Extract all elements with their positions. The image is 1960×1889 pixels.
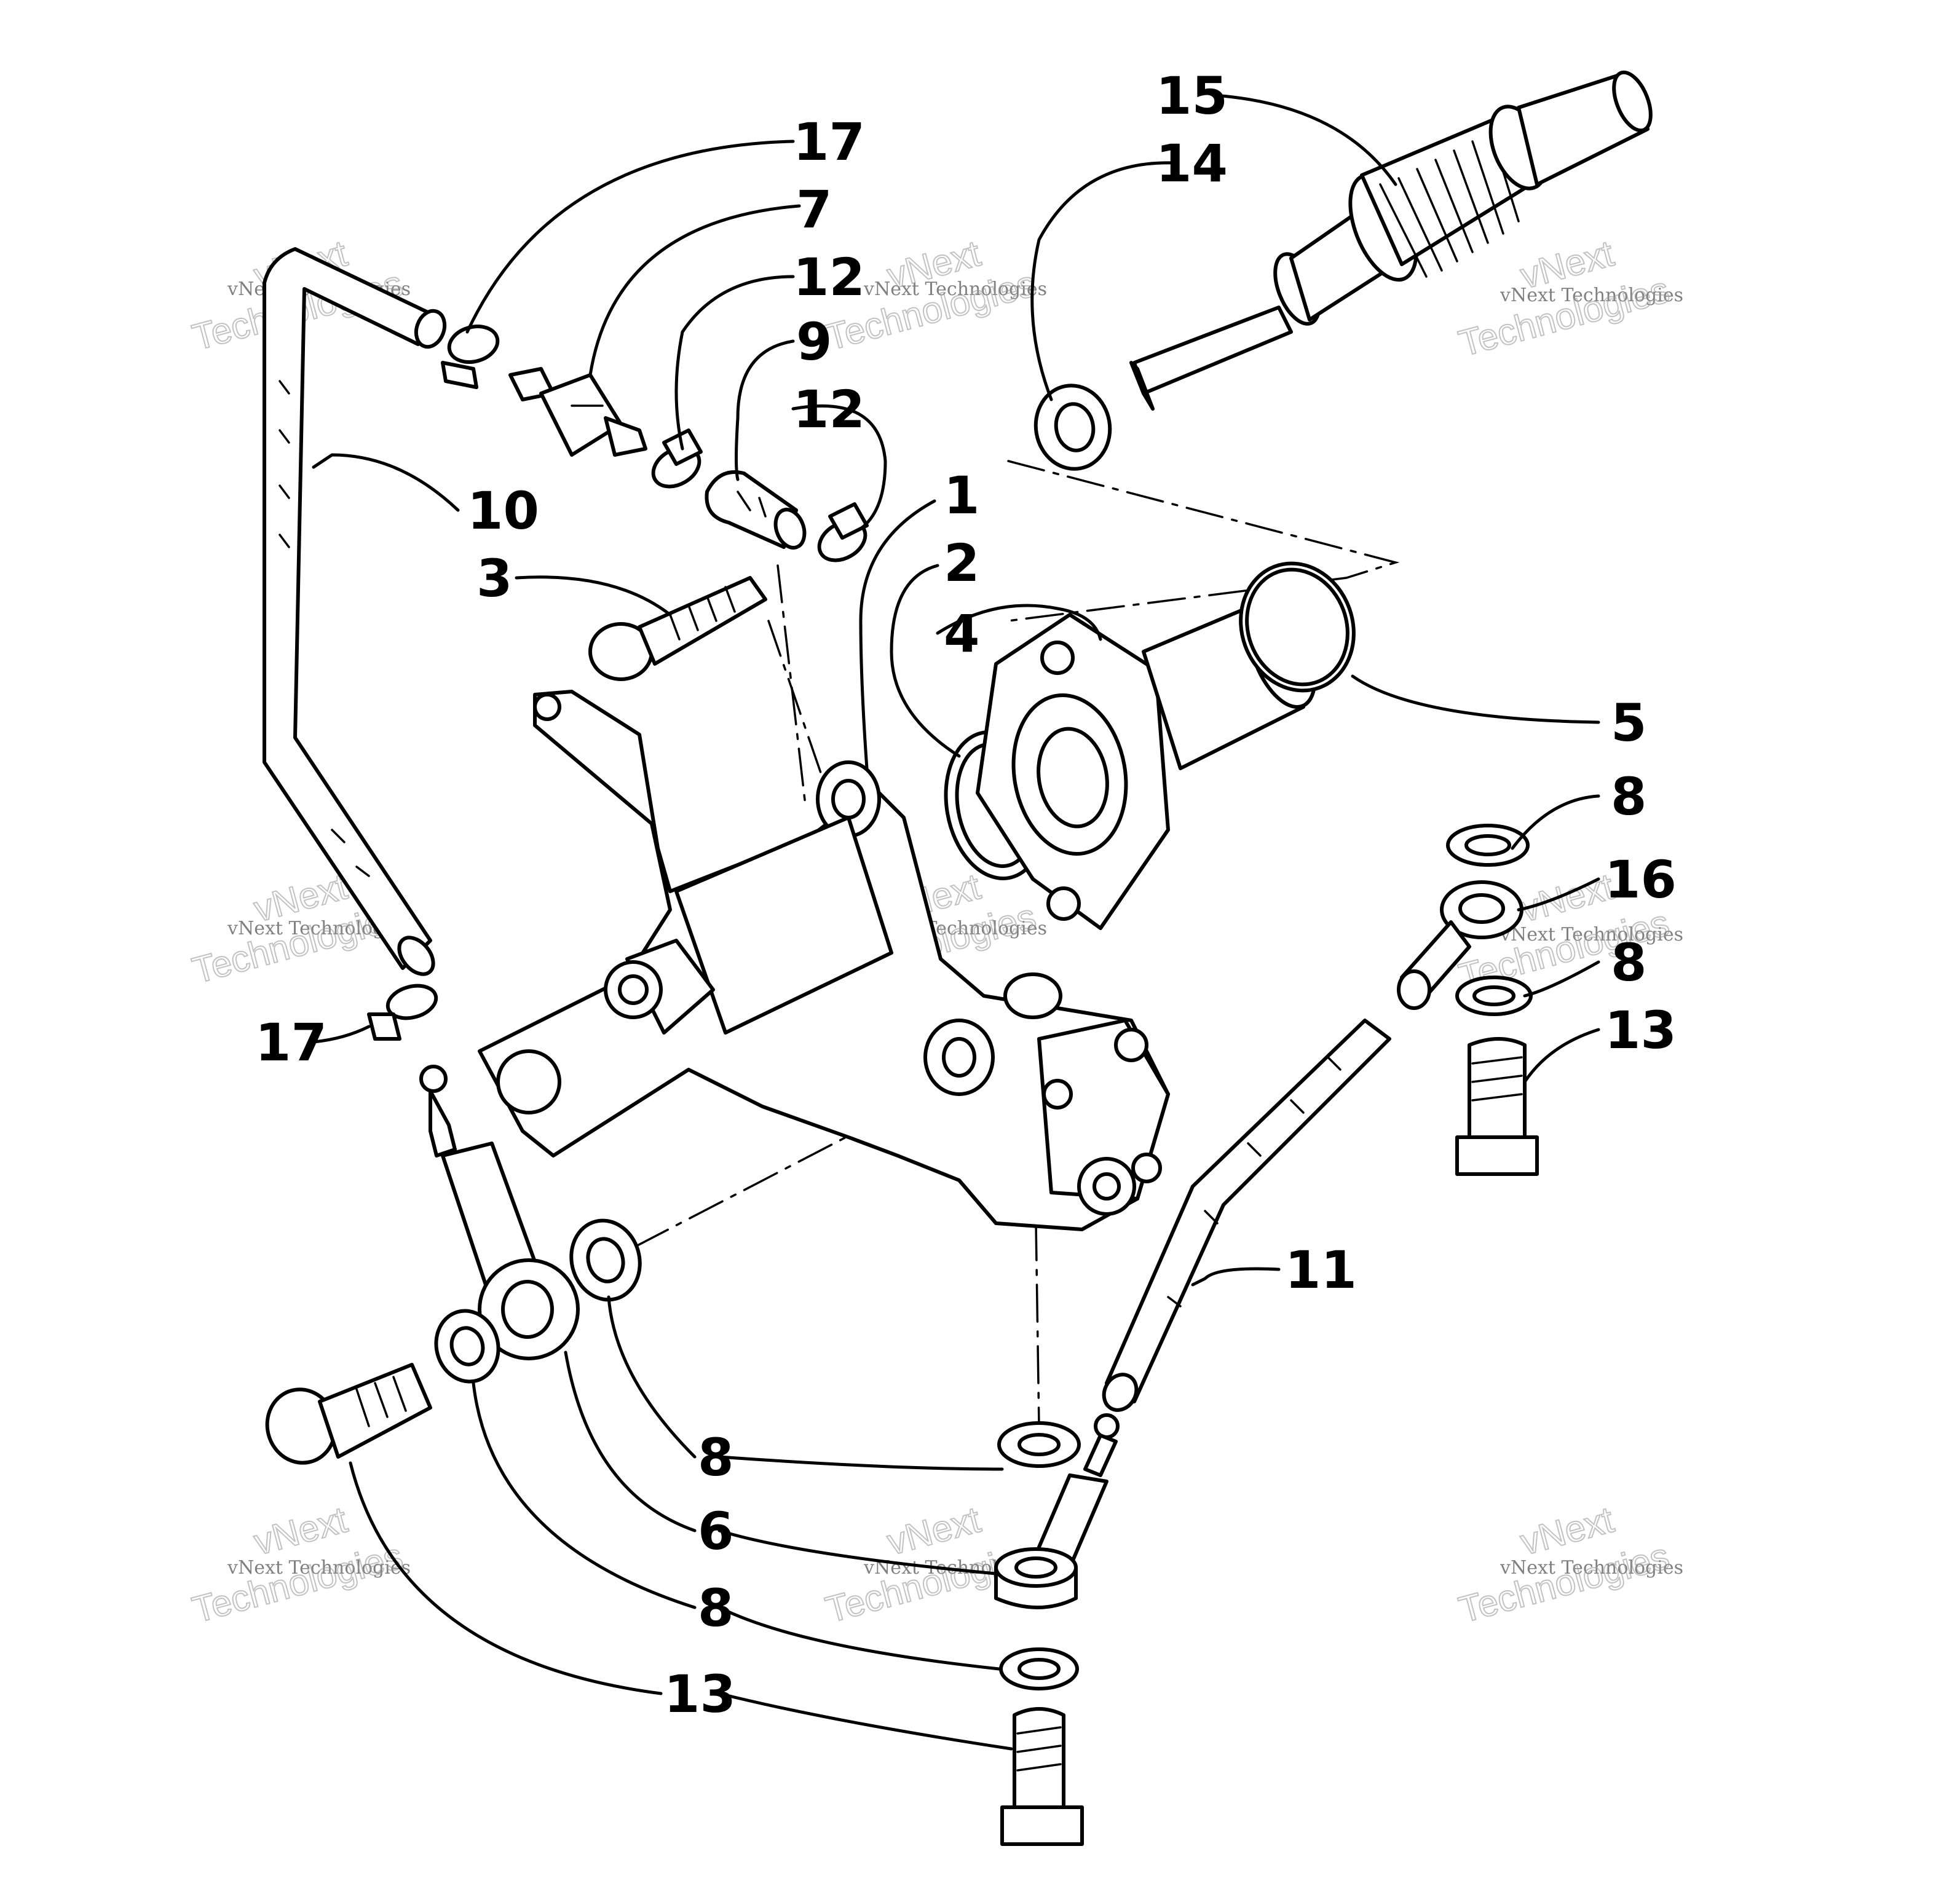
flange-housing-part-4: [976, 600, 1317, 930]
callout-11: 11: [1285, 1240, 1357, 1300]
callout-5: 5: [1611, 693, 1646, 753]
banjo-fitting-part-6-left: [419, 1065, 580, 1360]
callout-17-top: 17: [793, 112, 865, 172]
callout-7: 7: [796, 179, 832, 240]
short-hose-part-9: [705, 470, 807, 550]
callout-1: 1: [944, 465, 979, 526]
hose-part-10: [263, 247, 447, 976]
washer-part-8-right-upper: [1446, 824, 1530, 867]
hose-clamp-part-12-lower: [817, 502, 869, 562]
leader-lines: [312, 93, 1600, 1751]
callout-6: 6: [698, 1501, 733, 1561]
callout-12-upper: 12: [793, 247, 865, 307]
callout-8-right-upper: 8: [1611, 767, 1646, 827]
callout-4: 4: [944, 604, 979, 664]
callout-3: 3: [476, 548, 512, 609]
callout-13-center: 13: [664, 1664, 736, 1724]
watermark-text: vNext Technologies: [227, 1557, 411, 1579]
check-valve-part-7: [508, 367, 647, 457]
washer-part-8-center-upper: [997, 1421, 1081, 1468]
callout-12-lower: 12: [793, 379, 865, 440]
callout-17-bottom: 17: [255, 1012, 327, 1073]
watermark-text: vNext Technologies: [1500, 1557, 1683, 1579]
watermark-bottom-right: vNext Technologies vNext Technologies: [1454, 1498, 1683, 1631]
callout-labels: 15 14 17 7 12 9 12 1 10 3 2 4 5 8 16 8 1…: [255, 66, 1677, 1724]
watermark-top-center: vNext Technologies vNext Technologies: [821, 232, 1047, 358]
callout-8-center-upper: 8: [698, 1427, 733, 1488]
callout-8-center-lower: 8: [698, 1578, 733, 1638]
hose-part-11: [1102, 1019, 1391, 1412]
banjo-bolt-part-13-left: [265, 1363, 432, 1465]
hose-clamp-part-17-bottom: [367, 984, 438, 1041]
screw-part-3: [588, 576, 767, 681]
watermark-top-right: vNext Technologies vNext Technologies: [1454, 232, 1683, 365]
drive-shaft-part-15: [1129, 70, 1653, 411]
banjo-bolt-part-13-center: [1000, 1707, 1084, 1846]
washer-part-14: [1033, 384, 1112, 471]
watermark-text: vNext Technologies: [1500, 924, 1683, 945]
callout-10: 10: [467, 481, 539, 541]
washer-part-8-left-lower: [434, 1309, 500, 1384]
watermark-text: vNext Technologies: [1500, 285, 1683, 306]
callout-16: 16: [1605, 850, 1677, 910]
hose-clamp-part-12-upper: [651, 428, 703, 489]
callout-8-right-lower: 8: [1611, 933, 1646, 993]
banjo-fitting-part-6-center: [994, 1413, 1120, 1609]
callout-15: 15: [1156, 66, 1228, 126]
callout-13-right: 13: [1605, 1000, 1677, 1060]
washer-part-8-right-lower: [1455, 976, 1533, 1016]
oil-pump-part-1: [478, 690, 1170, 1231]
banjo-fitting-part-16: [1397, 880, 1523, 1010]
callout-14: 14: [1156, 133, 1228, 194]
watermark-bottom-left: vNext Technologies vNext Technologies: [188, 1498, 411, 1631]
watermark-text: vNext Technologies: [863, 278, 1047, 300]
banjo-bolt-part-13-right: [1455, 1037, 1539, 1176]
callout-9: 9: [796, 312, 832, 372]
callout-2: 2: [944, 533, 979, 593]
washer-part-8-left-upper: [569, 1218, 642, 1302]
o-ring-part-5: [1239, 561, 1356, 693]
washer-part-8-center-lower: [999, 1647, 1079, 1690]
gear: [1348, 115, 1533, 282]
hose-clamp-part-17-top: [441, 325, 500, 389]
